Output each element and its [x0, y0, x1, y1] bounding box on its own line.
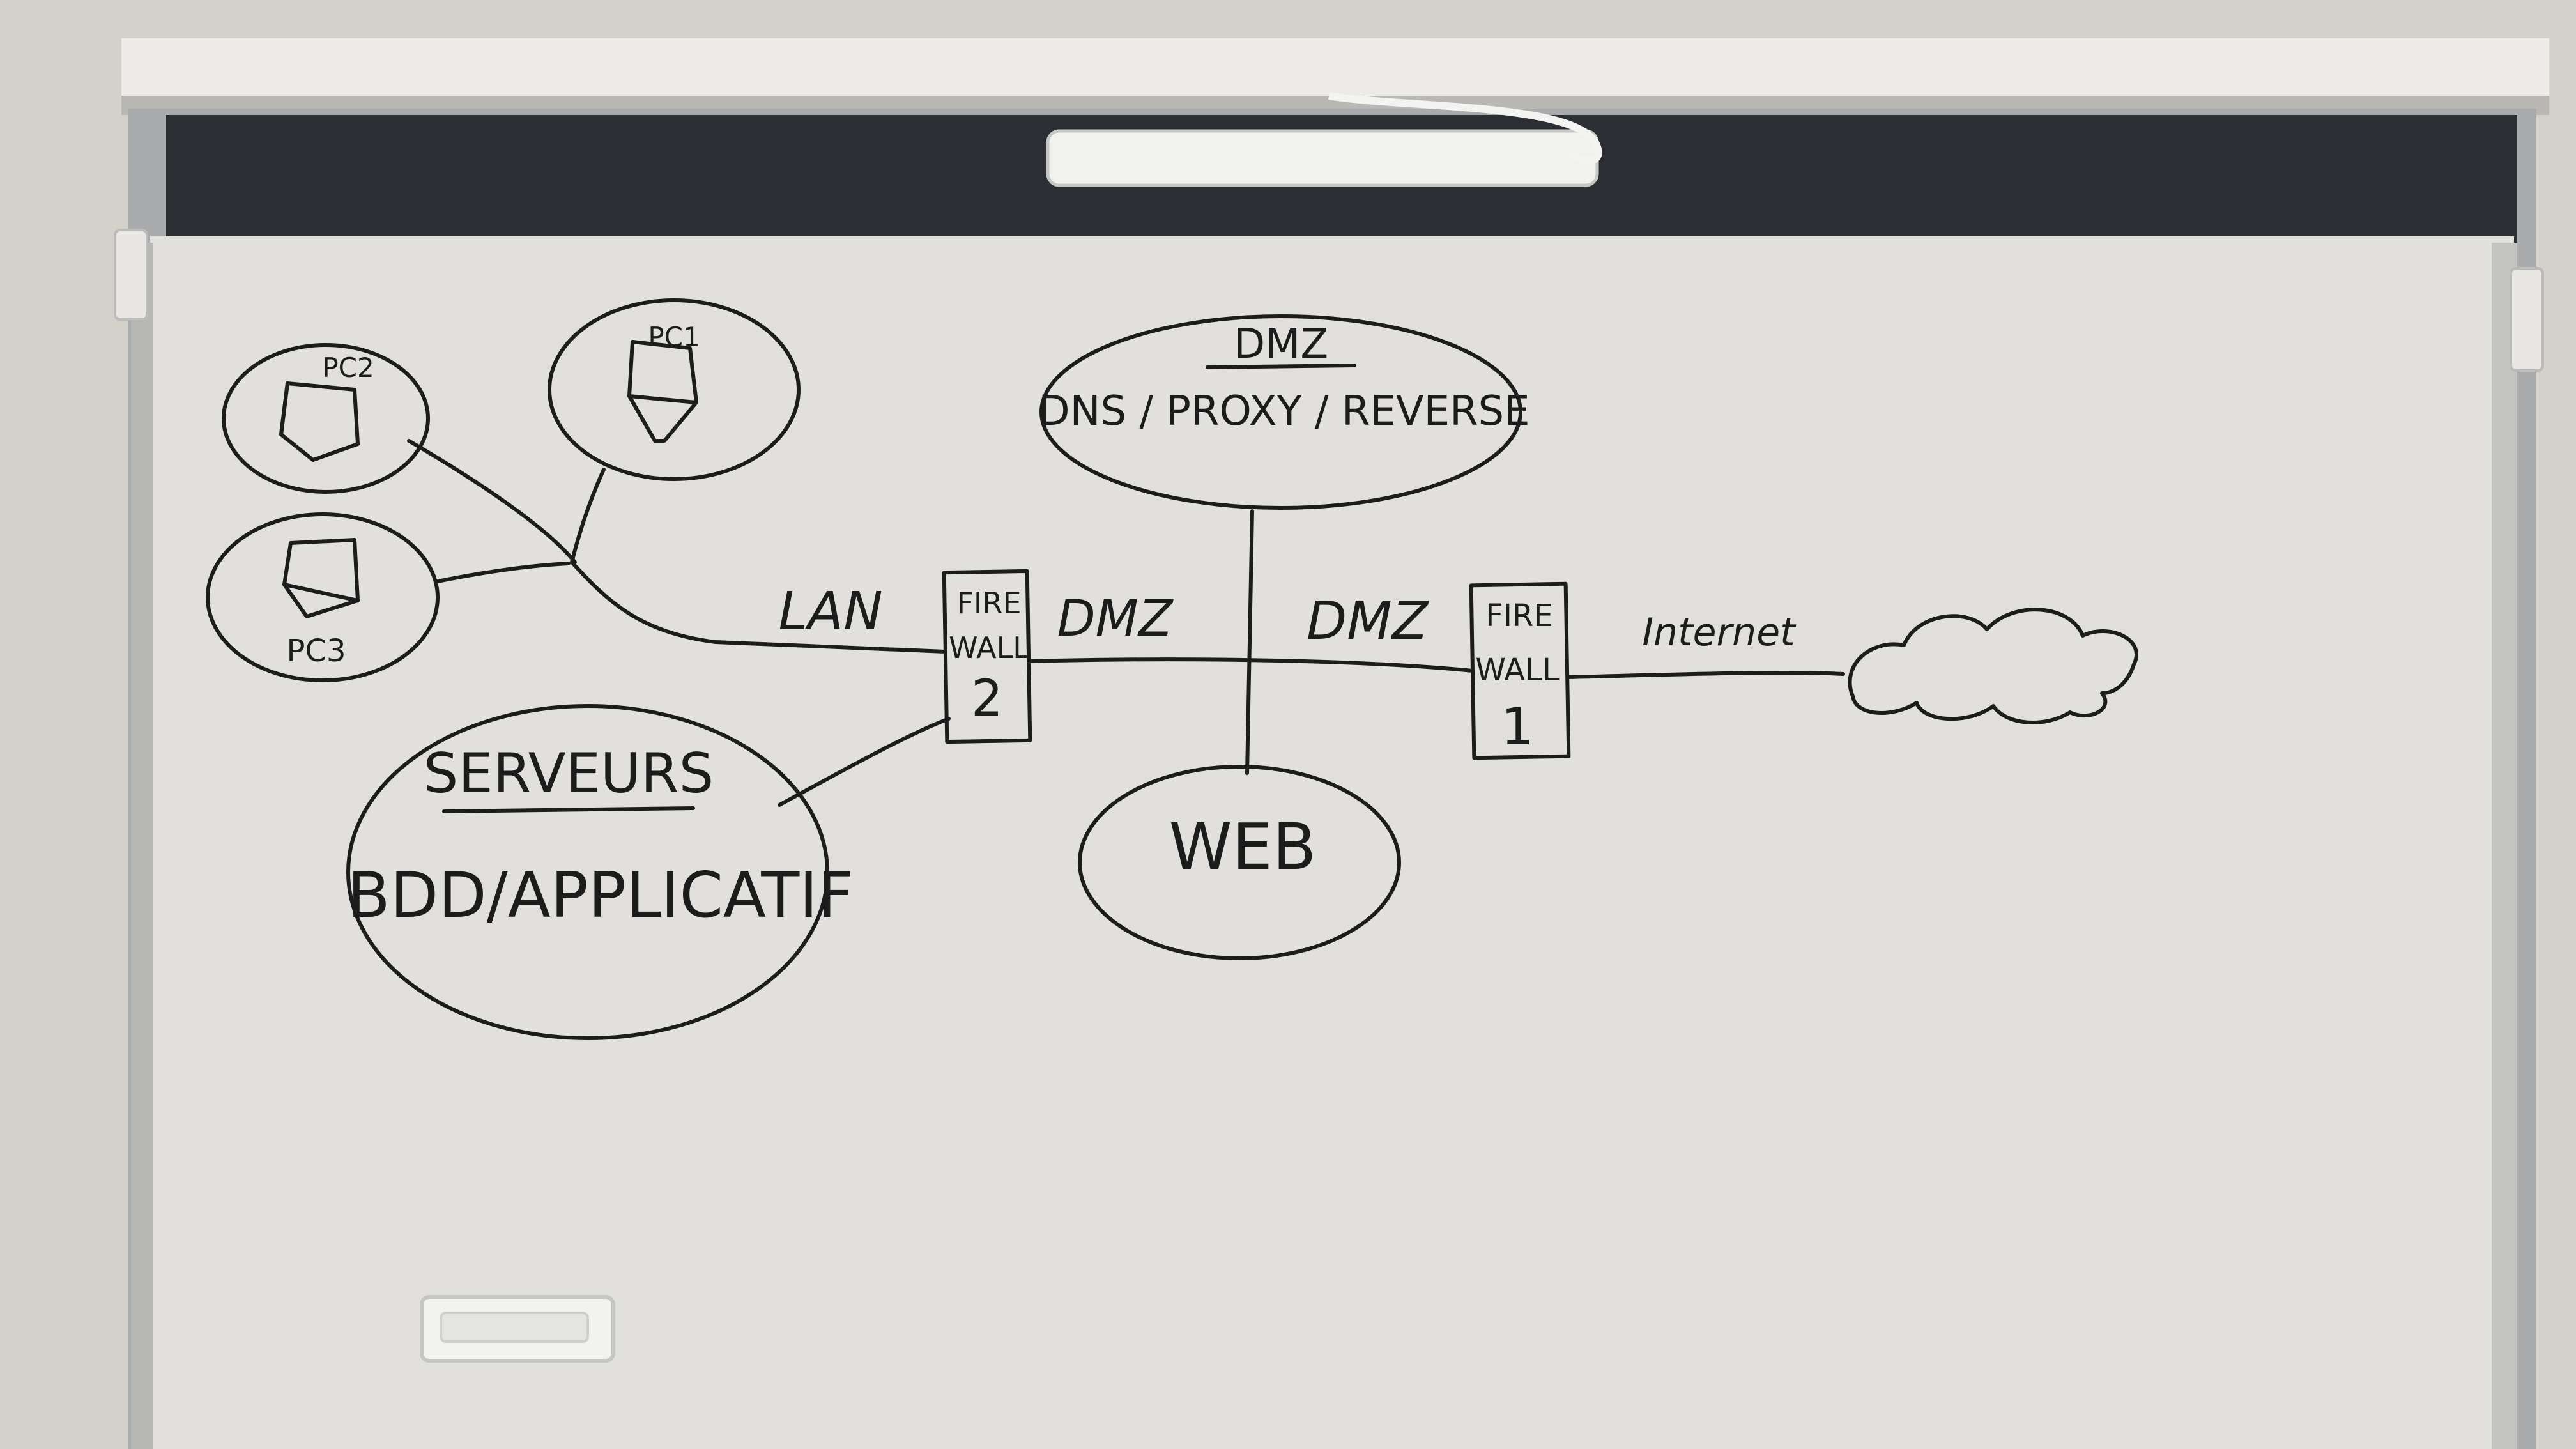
link-pc2 — [407, 439, 577, 564]
servers-title-underline — [442, 806, 695, 813]
link-pc3 — [436, 562, 571, 583]
firewall2-box — [942, 569, 1032, 744]
hinge-right — [2510, 267, 2544, 372]
board-surface — [150, 236, 2514, 1449]
link-dmz — [1028, 657, 1475, 673]
pc1-node — [548, 298, 801, 481]
eraser-grip — [440, 1312, 589, 1343]
dmz-services-title: DMZ — [1234, 321, 1328, 368]
sensor-bar — [1046, 129, 1599, 187]
web-node — [1078, 765, 1401, 960]
pc3-label: PC3 — [287, 633, 346, 669]
cloud-icon — [1848, 608, 2138, 724]
board-left-edge — [131, 243, 153, 1449]
link-lan — [570, 560, 947, 654]
ceiling-rail — [121, 38, 2549, 102]
firewall1-line1: FIRE — [1485, 598, 1552, 634]
pc2-node — [222, 343, 430, 494]
laptop-icon — [279, 381, 360, 462]
hinge-left — [114, 229, 148, 321]
laptop-icon — [627, 340, 698, 443]
link-pc1 — [570, 468, 606, 564]
link-internet — [1567, 670, 1845, 679]
link-label-lan: LAN — [778, 581, 882, 642]
firewall2-line2: WALL — [949, 631, 1029, 665]
dmz-title-underline — [1206, 364, 1356, 369]
network-diagram — [206, 298, 2138, 1040]
web-label: WEB — [1169, 809, 1317, 884]
board-right-edge — [2492, 243, 2517, 1449]
link-label-dmz-right: DMZ — [1307, 591, 1429, 652]
link-label-internet: Internet — [1642, 610, 1797, 655]
link-servers — [778, 717, 951, 807]
firewall1-number: 1 — [1501, 697, 1534, 756]
link-label-dmz-left: DMZ — [1057, 590, 1174, 648]
servers-label: BDD/APPLICATIF — [348, 859, 854, 932]
sensor-cable — [1328, 92, 1602, 165]
pc2-label: PC2 — [322, 352, 374, 383]
servers-title: SERVEURS — [424, 742, 714, 806]
dmz-services-node — [1039, 314, 1522, 510]
link-dmz-web — [1245, 509, 1254, 775]
firewall2-line1: FIRE — [956, 586, 1021, 620]
servers-node — [346, 704, 829, 1040]
firewall1-line2: WALL — [1475, 652, 1559, 688]
dmz-services-label: DNS / PROXY / REVERSE — [1038, 388, 1529, 435]
pc1-label: PC1 — [648, 321, 700, 353]
diagram-labels: PC2 PC1 PC3 DMZ DNS / PROXY / REVERSE LA… — [287, 321, 1797, 932]
pc3-node — [206, 512, 440, 682]
laptop-icon — [282, 538, 360, 618]
firewall2-number: 2 — [971, 670, 1003, 728]
